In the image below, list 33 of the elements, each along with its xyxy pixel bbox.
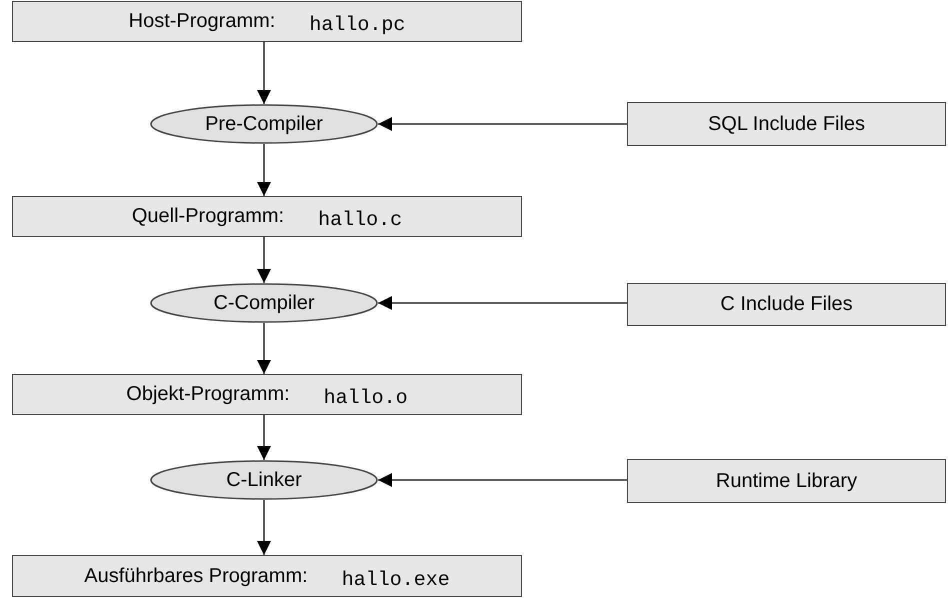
process-box bbox=[627, 102, 946, 146]
node-label: Quell-Programm: bbox=[132, 205, 284, 228]
node-label: C-Compiler bbox=[213, 292, 315, 314]
node-label: Ausführbares Programm: bbox=[84, 564, 308, 588]
file-name: hallo.c bbox=[318, 209, 402, 232]
arrow bbox=[257, 144, 271, 196]
process-box bbox=[12, 555, 522, 597]
node-label: Objekt-Programm: bbox=[126, 383, 290, 406]
arrow bbox=[257, 500, 271, 555]
node-label: Host-Programm: bbox=[128, 10, 276, 33]
process-ellipse bbox=[150, 104, 378, 144]
arrow bbox=[378, 117, 627, 131]
node-label: Pre-Compiler bbox=[205, 112, 323, 136]
process-box bbox=[627, 283, 946, 326]
process-ellipse bbox=[150, 283, 378, 323]
file-name: hallo.o bbox=[324, 387, 408, 410]
file-name: hallo.exe bbox=[342, 568, 450, 592]
arrow bbox=[257, 237, 271, 283]
process-box bbox=[12, 1, 522, 42]
process-box bbox=[12, 374, 522, 415]
process-box bbox=[12, 196, 522, 237]
arrow bbox=[257, 42, 271, 104]
arrow bbox=[257, 323, 271, 374]
process-box bbox=[627, 459, 946, 503]
node-label: Runtime Library bbox=[716, 470, 858, 492]
arrow bbox=[257, 415, 271, 460]
node-label: C Include Files bbox=[720, 293, 853, 316]
arrow bbox=[378, 296, 627, 310]
node-label: SQL Include Files bbox=[708, 112, 866, 136]
file-name: hallo.pc bbox=[309, 14, 406, 37]
process-ellipse bbox=[150, 460, 378, 500]
arrow bbox=[378, 473, 627, 487]
node-label: C-Linker bbox=[226, 468, 302, 492]
